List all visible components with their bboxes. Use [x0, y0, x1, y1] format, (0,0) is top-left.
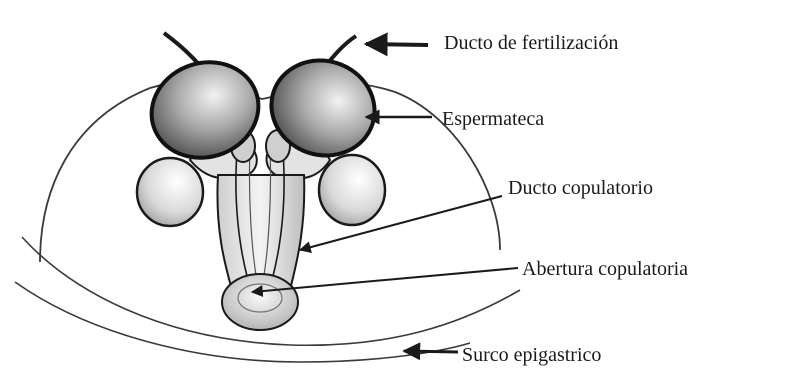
lobe-right — [319, 155, 385, 225]
copulatory-duct — [217, 175, 304, 290]
lobe-left — [137, 158, 203, 226]
copulatory-opening — [222, 274, 298, 330]
label-epigastric-furrow: Surco epigastrico — [462, 345, 601, 365]
arrow-fertilization-duct — [366, 44, 428, 45]
label-spermatheca: Espermateca — [442, 109, 544, 129]
label-copulatory-opening: Abertura copulatoria — [522, 259, 688, 279]
arrow-epigastric-furrow — [404, 351, 458, 352]
label-copulatory-duct: Ducto copulatorio — [508, 178, 653, 198]
label-fertilization-duct: Ducto de fertilización — [444, 33, 618, 53]
